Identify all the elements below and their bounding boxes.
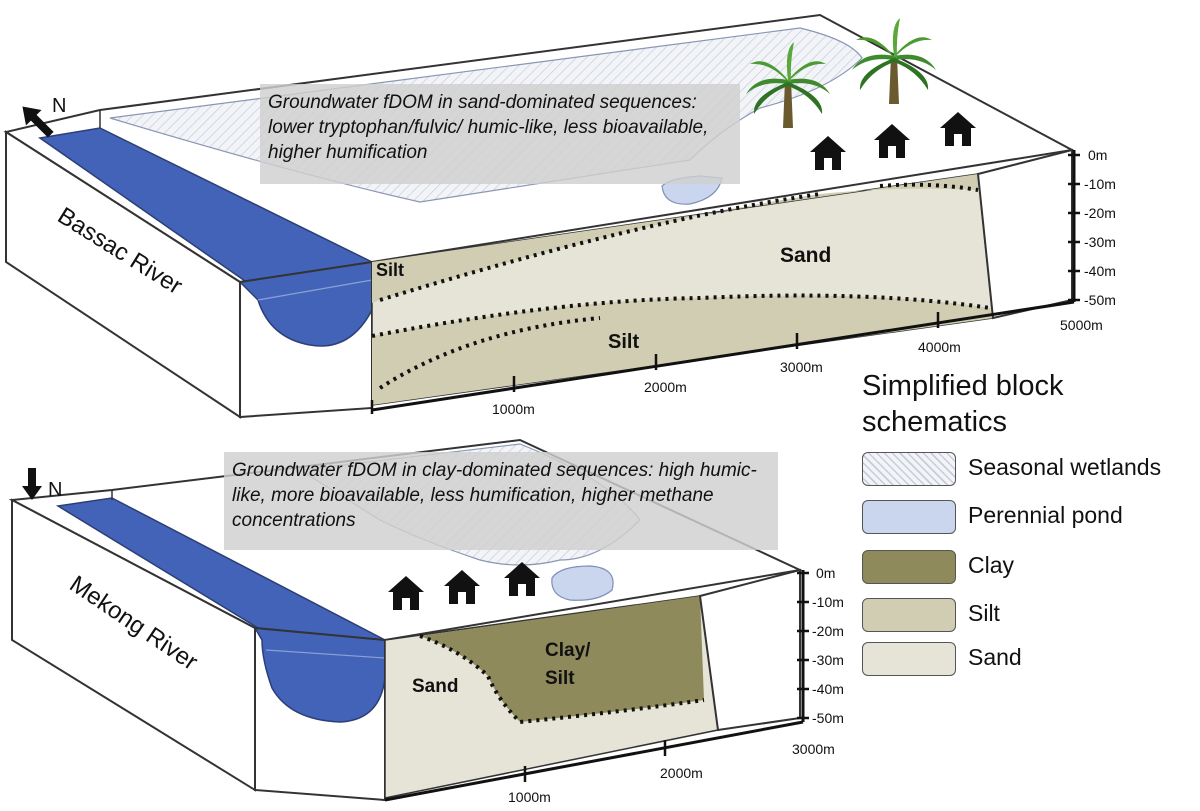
legend-item-silt: Silt [862, 598, 1192, 634]
bottom-depth-tick: -50m [812, 710, 844, 726]
bottom-block-side-face [698, 568, 801, 732]
legend-item-seasonal-wetlands: Seasonal wetlands [862, 452, 1192, 488]
bottom-annotation-text: Groundwater fDOM in clay-dominated seque… [232, 460, 757, 531]
top-distance-tick: 2000m [644, 379, 687, 395]
legend-label: Seasonal wetlands [968, 454, 1162, 480]
bottom-distance-tick: 3000m [792, 741, 835, 757]
legend-swatch-sand [862, 642, 956, 676]
top-layer-label-silt-upper: Silt [376, 260, 404, 280]
top-depth-tick: -20m [1084, 205, 1116, 221]
legend-item-sand: Sand [862, 642, 1192, 678]
top-annotation-box: Groundwater fDOM in sand-dominated seque… [260, 84, 740, 184]
top-north-label: N [52, 95, 66, 117]
bottom-depth-tick: -40m [812, 681, 844, 697]
bottom-layer-label-silt: Silt [545, 668, 575, 689]
top-block: 0m -10m -20m -30m -40m -50m 1000m 2000m … [3, 13, 1116, 419]
bottom-clay-silt-layer [420, 596, 704, 722]
bottom-depth-tick: -20m [812, 623, 844, 639]
legend-label: Perennial pond [968, 502, 1123, 528]
bottom-distance-tick: 1000m [508, 789, 551, 805]
legend-label: Silt [968, 600, 1000, 626]
bassac-river-section [238, 261, 373, 347]
bottom-annotation-box: Groundwater fDOM in clay-dominated seque… [224, 452, 778, 550]
bottom-depth-tick: -30m [812, 652, 844, 668]
top-distance-tick: 5000m [1060, 317, 1103, 333]
north-arrow-icon [22, 468, 42, 500]
legend-swatch-seasonal-wetlands [862, 452, 956, 486]
bottom-layer-label-sand: Sand [412, 676, 458, 697]
top-block-side-face [976, 148, 1073, 320]
top-silt-lower [372, 295, 993, 405]
legend-swatch-clay [862, 550, 956, 584]
bottom-distance-tick: 2000m [660, 765, 703, 781]
legend-title-line-1: Simplified block [862, 370, 1064, 402]
top-distance-tick: 4000m [918, 339, 961, 355]
bottom-north-label: N [48, 479, 62, 501]
top-depth-tick: -40m [1084, 263, 1116, 279]
legend-title-line-2: schematics [862, 406, 1008, 438]
north-arrow-icon [22, 106, 54, 138]
legend-item-clay: Clay [862, 550, 1192, 586]
bottom-depth-tick: -10m [812, 594, 844, 610]
legend-title: Simplified block schematics [862, 368, 1063, 440]
top-layer-label-silt-lower: Silt [608, 331, 639, 353]
top-silt-upper [372, 174, 978, 303]
top-depth-tick: -10m [1084, 176, 1116, 192]
bottom-depth-tick: 0m [816, 565, 835, 581]
top-annotation-text: Groundwater fDOM in sand-dominated seque… [268, 92, 709, 163]
top-distance-tick: 1000m [492, 401, 535, 417]
legend-swatch-silt [862, 598, 956, 632]
legend-swatch-perennial-pond [862, 500, 956, 534]
legend-label: Clay [968, 552, 1015, 578]
mekong-river-section [253, 627, 386, 723]
bottom-layer-label-clay: Clay/ [545, 640, 591, 661]
perennial-pond-bottom [551, 565, 614, 601]
top-depth-tick: -30m [1084, 234, 1116, 250]
top-depth-tick: -50m [1084, 292, 1116, 308]
top-depth-tick: 0m [1088, 147, 1107, 163]
top-layer-label-sand: Sand [780, 244, 831, 267]
top-distance-tick: 3000m [780, 359, 823, 375]
legend-label: Sand [968, 644, 1022, 670]
legend-item-perennial-pond: Perennial pond [862, 500, 1192, 536]
